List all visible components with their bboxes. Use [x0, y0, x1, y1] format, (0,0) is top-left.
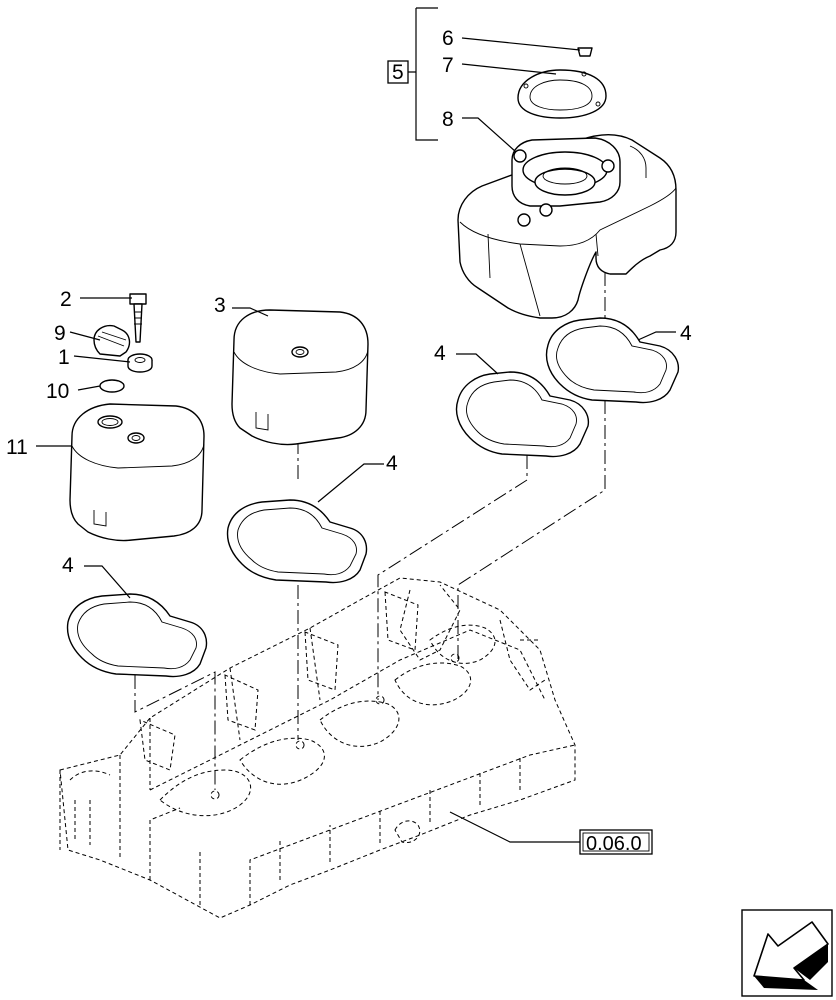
valve-cover-small-with-filler	[69, 403, 205, 542]
gasket-middle	[226, 499, 368, 584]
callout-5: 5	[392, 61, 404, 84]
washer	[127, 353, 153, 373]
reference-box	[579, 829, 653, 855]
callout-5-box	[387, 60, 409, 84]
reference-label: 0.06.0	[586, 833, 642, 855]
callout-2: 2	[60, 288, 72, 311]
gasket-right-lower	[455, 371, 590, 458]
callout-9: 9	[54, 322, 66, 345]
callout-4-middle: 4	[386, 452, 398, 475]
valve-cover-large	[457, 134, 677, 319]
bolt	[129, 293, 147, 343]
callout-1: 1	[58, 346, 70, 369]
callout-3: 3	[214, 294, 226, 317]
callout-7: 7	[442, 54, 454, 77]
valve-cover-medium	[231, 309, 369, 446]
callout-4-right-upper: 4	[680, 322, 692, 345]
o-ring	[99, 379, 125, 393]
cylinder-head-outline	[59, 577, 576, 919]
cover-gasket-ring	[517, 69, 607, 119]
leader-lines	[36, 7, 676, 843]
filler-cap	[93, 324, 131, 357]
small-screw	[577, 47, 593, 57]
assembly-centerlines	[134, 220, 606, 790]
gasket-left	[66, 593, 208, 678]
callout-4-right-lower: 4	[434, 342, 446, 365]
arrow-down-left-icon[interactable]	[741, 909, 833, 997]
callout-6: 6	[442, 27, 454, 50]
callout-4-left: 4	[62, 554, 74, 577]
callout-11: 11	[6, 436, 28, 459]
gasket-right-upper	[545, 317, 680, 404]
callout-8: 8	[442, 108, 454, 131]
callout-10: 10	[46, 380, 69, 403]
